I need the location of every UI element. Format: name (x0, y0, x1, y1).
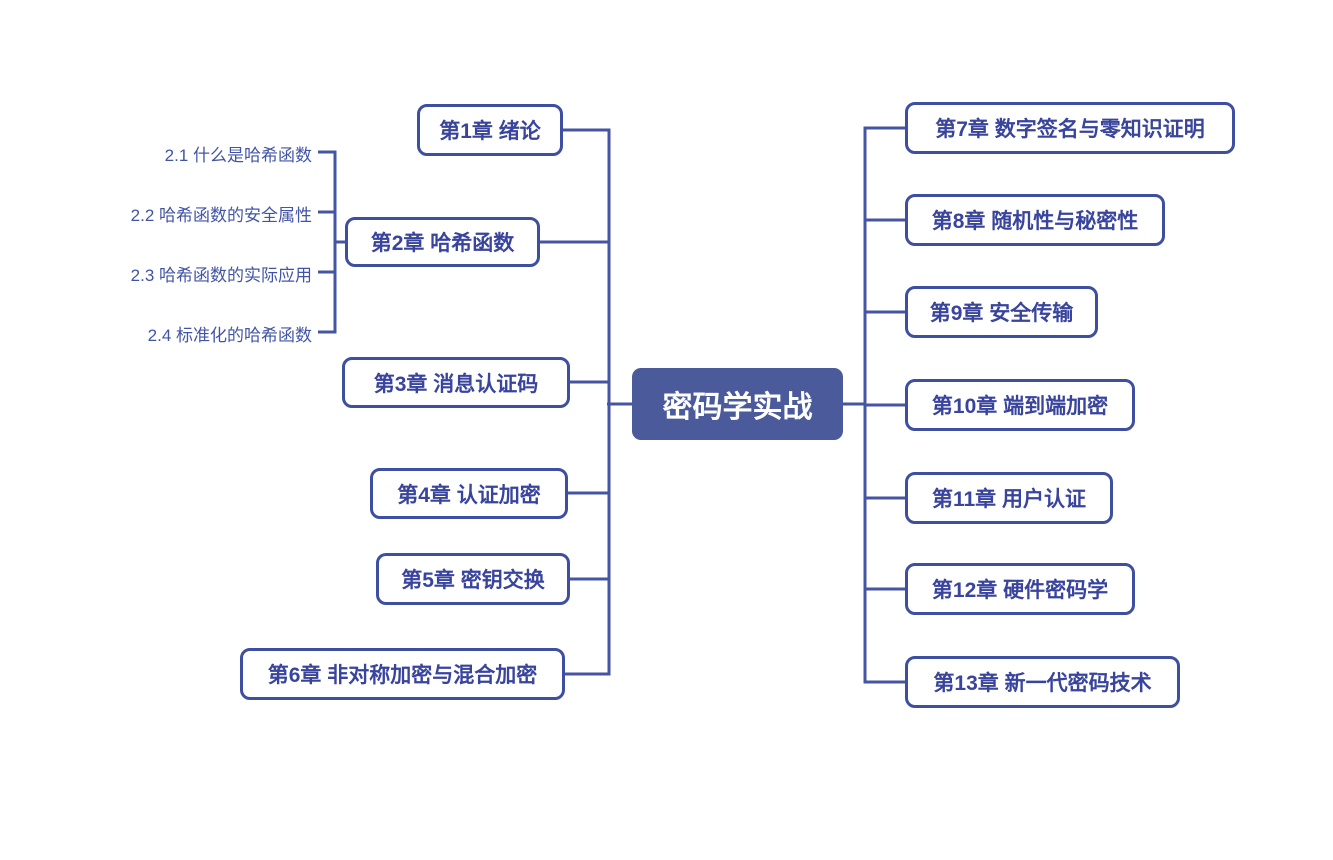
node-chapter-2[interactable]: 第2章 哈希函数 (345, 217, 540, 267)
central-topic[interactable]: 密码学实战 (632, 368, 843, 440)
node-chapter-12[interactable]: 第12章 硬件密码学 (905, 563, 1135, 615)
node-chapter-6[interactable]: 第6章 非对称加密与混合加密 (240, 648, 565, 700)
node-chapter-7[interactable]: 第7章 数字签名与零知识证明 (905, 102, 1235, 154)
subtopic-2-4[interactable]: 2.4 标准化的哈希函数 (147, 326, 312, 345)
node-chapter-8[interactable]: 第8章 随机性与秘密性 (905, 194, 1165, 246)
node-chapter-3[interactable]: 第3章 消息认证码 (342, 357, 570, 408)
node-chapter-9[interactable]: 第9章 安全传输 (905, 286, 1098, 338)
subtopic-2-2[interactable]: 2.2 哈希函数的安全属性 (130, 206, 312, 225)
subtopic-2-1[interactable]: 2.1 什么是哈希函数 (164, 146, 312, 165)
node-chapter-13[interactable]: 第13章 新一代密码技术 (905, 656, 1180, 708)
node-chapter-10[interactable]: 第10章 端到端加密 (905, 379, 1135, 431)
node-chapter-11[interactable]: 第11章 用户认证 (905, 472, 1113, 524)
subtopic-2-3[interactable]: 2.3 哈希函数的实际应用 (130, 266, 312, 285)
node-chapter-1[interactable]: 第1章 绪论 (417, 104, 563, 156)
node-chapter-4[interactable]: 第4章 认证加密 (370, 468, 568, 519)
node-chapter-5[interactable]: 第5章 密钥交换 (376, 553, 570, 605)
